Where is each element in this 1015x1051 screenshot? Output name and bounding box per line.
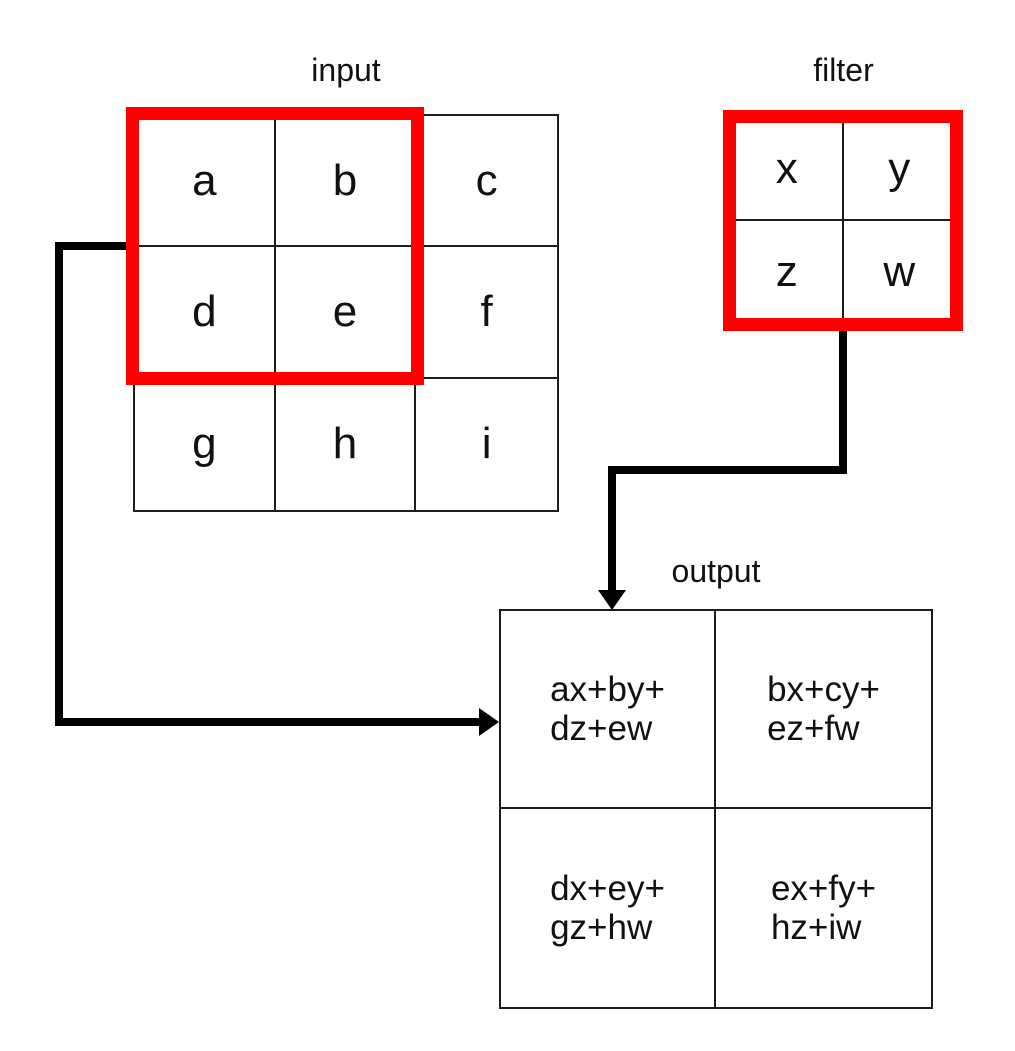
filter-cell-x: x [732, 119, 844, 221]
output-cell-3: ex+fy+ hz+iw [716, 809, 931, 1007]
output-cell-0: ax+by+ dz+ew [501, 611, 716, 809]
output-expression: ex+fy+ hz+iw [771, 869, 876, 947]
input-cell-g: g [135, 378, 276, 510]
input-cell-b: b [275, 116, 417, 248]
input-cell-i: i [481, 419, 492, 469]
arrow-segment [55, 242, 63, 726]
filter-grid: x y z w [730, 117, 957, 325]
input-cell-h: h [276, 378, 417, 510]
input-cell-c: c [416, 116, 557, 248]
arrow-segment [55, 718, 481, 726]
input-cell-f: f [416, 247, 557, 379]
output-expr-line: gz+hw [550, 908, 653, 947]
arrowhead-right-icon [479, 708, 499, 736]
input-grid: a b c d e f g h i [133, 114, 559, 512]
output-expression: bx+cy+ ez+fw [767, 670, 880, 748]
arrow-segment [608, 466, 616, 592]
output-expr-line: hz+iw [770, 908, 862, 947]
output-expression: dx+ey+ gz+hw [550, 869, 665, 947]
input-cell-e: e [275, 247, 417, 379]
filter-cell-z: z [732, 221, 844, 323]
output-expr-line: ez+fw [767, 709, 860, 748]
output-expression: ax+by+ dz+ew [550, 670, 665, 748]
output-expr-line: bx+cy+ [767, 670, 880, 709]
output-label: output [671, 553, 761, 589]
input-cell-d: d [135, 247, 276, 379]
input-label: input [311, 52, 381, 88]
filter-label: filter [813, 52, 874, 88]
arrowhead-down-icon [598, 590, 626, 610]
arrow-segment [608, 466, 847, 474]
arrow-segment [839, 325, 847, 474]
filter-cell-w: w [883, 247, 916, 296]
filter-cell-y: y [843, 119, 955, 221]
arrow-segment [55, 242, 133, 250]
output-cell-1: bx+cy+ ez+fw [716, 611, 931, 809]
output-expr-line: dx+ey+ [550, 869, 665, 908]
output-cell-2: dx+ey+ gz+hw [501, 809, 716, 1007]
output-expr-line: ex+fy+ [770, 869, 877, 908]
output-expr-line: dz+ew [550, 709, 653, 748]
input-cell-a: a [135, 116, 276, 248]
output-expr-line: ax+by+ [550, 670, 665, 709]
output-grid: ax+by+ dz+ew bx+cy+ ez+fw dx+ey+ gz+hw e… [499, 609, 933, 1009]
